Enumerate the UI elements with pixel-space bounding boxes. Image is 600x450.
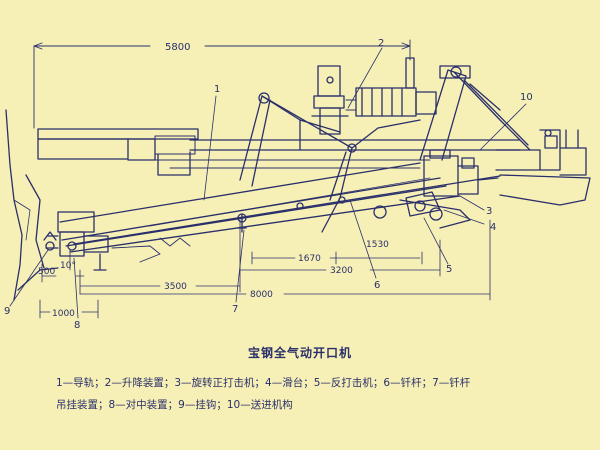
top-rails [154,139,521,169]
legend-line-2: 吊挂装置；8—对中装置；9—挂钩；10—送进机构 [56,399,293,411]
dim-500-label: 500 [38,267,55,277]
figure-title: 宝钢全气动开口机 [247,346,352,360]
leader-lines [9,47,527,319]
dim-3200-label: 3200 [330,266,353,276]
upper-beam [37,128,199,176]
support-arms [239,92,421,233]
dim-3500-label: 3500 [164,282,187,292]
callout-5: 5 [446,264,452,275]
hammer-block [373,149,499,229]
left-carriage [45,211,191,271]
dim-5800 [33,39,411,129]
callout-8: 8 [74,320,80,331]
hook [43,231,57,251]
callout-10: 10 [520,92,533,103]
callout-3: 3 [486,206,492,217]
angle-label: 10° [60,261,76,271]
dim-8000-label: 8000 [250,290,273,300]
lifting-device [311,57,437,135]
callout-7: 7 [232,304,238,315]
callout-2: 2 [378,38,384,49]
callout-9: 9 [4,306,10,317]
callout-1: 1 [214,84,220,95]
drill-rod [73,175,501,245]
dimension-lines [39,219,491,319]
dim-1530-label: 1530 [366,240,389,250]
callout-4: 4 [490,222,496,233]
guide-rail [59,162,461,253]
dim-5800-label: 5800 [165,42,190,53]
dim-1000-label: 1000 [52,309,75,319]
dim-1670-label: 1670 [298,254,321,264]
legend-line-1: 1—导轨；2—升降装置；3—旋转正打击机；4—滑台；5—反打击机；6—钎杆；7—… [56,377,471,389]
feed-mechanism [419,65,591,206]
callout-6: 6 [374,280,380,291]
